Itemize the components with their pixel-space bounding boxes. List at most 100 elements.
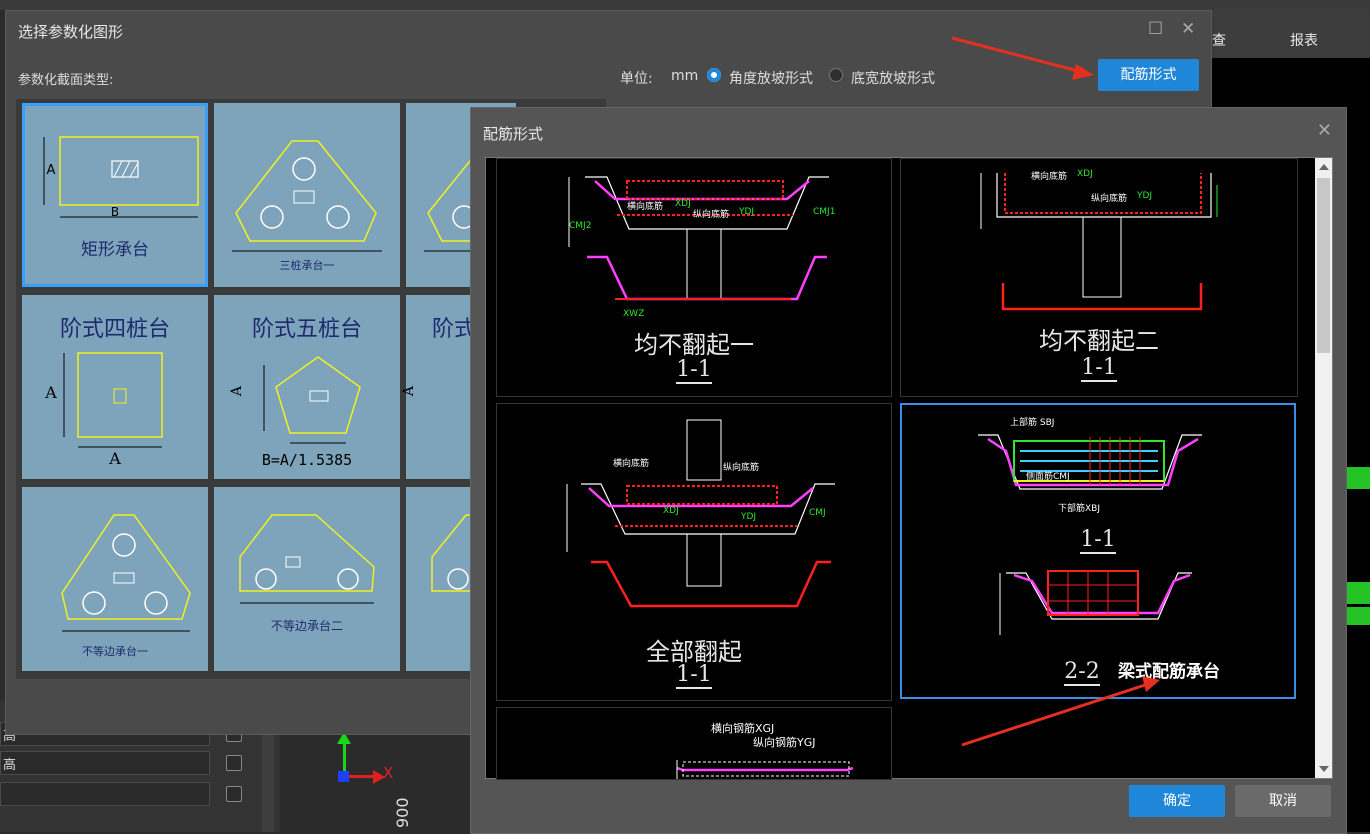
property-label: 高 — [3, 758, 17, 773]
rebar-code: CMJ — [809, 508, 826, 518]
property-checkbox[interactable] — [226, 755, 242, 771]
arrow-to-rebar-button — [951, 36, 1083, 74]
property-row[interactable]: 高 — [0, 751, 210, 775]
rebar-option-no-bend-two[interactable]: 横向底筋 XDJ 纵向底筋 YDJ 均不翻起二 1-1 — [900, 158, 1298, 397]
rect-cap-drawing — [43, 136, 199, 218]
section-label: 1-1 — [497, 662, 891, 689]
scrollbar-thumb[interactable] — [1317, 178, 1330, 353]
rebar-label: 下部筋XBJ — [1058, 504, 1100, 514]
shape-step-four-pile[interactable]: 阶式四桩台 A A — [22, 295, 208, 479]
rebar-option-beam-cap[interactable]: 上部筋 SBJ 侧面筋CMJ 下部筋XBJ 1-1 2-2 — [900, 403, 1296, 699]
option-name: 全部翻起 — [646, 638, 742, 666]
shape-label: 阶式五桩台 — [251, 317, 362, 342]
unit-value: mm — [671, 68, 699, 84]
rebar-label: 上部筋 SBJ — [1010, 418, 1055, 428]
rebar-option-all-bend[interactable]: 横向底筋 纵向底筋 XDJ YDJ CMJ 全部翻起 1-1 — [496, 403, 892, 701]
radio-angle-slope[interactable] — [707, 68, 721, 82]
app-top-bar — [0, 0, 1370, 10]
shape-label: 阶式 — [432, 317, 477, 342]
dim-b-label: B — [110, 205, 120, 219]
rebar-drawing — [676, 760, 854, 779]
radio-angle-label[interactable]: 角度放坡形式 — [729, 71, 813, 87]
axis-x-label: X — [383, 764, 394, 782]
rebar-code: XDJ — [1077, 169, 1093, 179]
rebar-label: 纵向底筋 — [1091, 194, 1128, 204]
dim-a-label: A — [46, 163, 56, 178]
section-label: 1-1 — [901, 355, 1297, 382]
cancel-button[interactable]: 取消 — [1235, 785, 1331, 817]
rebar-option-no-bend-one[interactable]: 横向底筋 XDJ 纵向底筋 YDJ CMJ1 CMJ2 XWZ 均不翻起一 1-… — [496, 158, 892, 397]
section-label: 2-2 — [886, 659, 1278, 686]
shape-label: 阶式四桩台 — [59, 317, 170, 342]
shape-step-five-pile[interactable]: 阶式五桩台 A B=A/1.5385 — [214, 295, 400, 479]
rebar-code: CMJ1 — [813, 207, 836, 217]
scroll-up-icon[interactable] — [1319, 164, 1329, 170]
unequal-two-drawing — [239, 514, 375, 604]
rebar-form-dialog: 配筋形式 ✕ 横向底筋 XDJ 纵向底筋 YDJ CMJ1 CMJ2 XWZ 均… — [470, 107, 1347, 834]
section-label: 1-1 — [497, 357, 891, 384]
dim-a-label: A — [45, 383, 57, 402]
dim-a-label: A — [109, 449, 121, 468]
rebar-label: 纵向底筋 — [723, 463, 760, 473]
property-row[interactable] — [0, 782, 210, 806]
shape-three-pile-cap[interactable]: 三桩承台一 — [214, 103, 400, 287]
canvas-green-bar — [1345, 607, 1370, 625]
rebar-form-button[interactable]: 配筋形式 — [1098, 59, 1199, 91]
shape-unequal-two[interactable]: 不等边承台二 — [214, 487, 400, 671]
section-type-label: 参数化截面类型: — [18, 73, 114, 88]
rebar-code: YDJ — [739, 207, 755, 217]
radio-width-label[interactable]: 底宽放坡形式 — [851, 71, 935, 87]
shape-label: 不等边承台一 — [82, 645, 148, 658]
scroll-down-icon[interactable] — [1319, 766, 1329, 772]
canvas-green-bar — [1345, 582, 1370, 604]
rebar-code: XWZ — [623, 309, 645, 319]
rebar-label: 侧面筋CMJ — [1026, 472, 1070, 482]
arrow-to-beam-cap — [961, 682, 1149, 747]
step-five-drawing — [263, 356, 361, 444]
ribbon: 查 报表 — [1212, 10, 1370, 58]
maximize-icon[interactable]: ☐ — [1148, 19, 1164, 39]
rebar-label: 纵向钢筋YGJ — [753, 736, 816, 749]
dialog-title: 选择参数化图形 — [18, 23, 124, 41]
option-name: 均不翻起一 — [634, 331, 754, 359]
shape-label: 不等边承台二 — [270, 619, 343, 633]
formula-label: B=A/1.5385 — [261, 451, 353, 469]
property-checkbox[interactable] — [226, 786, 242, 802]
axis-x-arrow-icon — [373, 770, 385, 784]
close-icon[interactable]: ✕ — [1316, 120, 1332, 141]
rebar-label: 横向底筋 — [1031, 172, 1068, 182]
step-four-drawing — [63, 352, 163, 448]
shape-unequal-one[interactable]: 不等边承台一 — [22, 487, 208, 671]
rebar-form-list: 横向底筋 XDJ 纵向底筋 YDJ CMJ1 CMJ2 XWZ 均不翻起一 1-… — [485, 157, 1333, 780]
axis-y-arrow-icon — [337, 732, 351, 744]
dialog-title: 配筋形式 — [483, 125, 544, 143]
ribbon-tab-report[interactable]: 报表 — [1290, 33, 1318, 49]
shape-label: 矩形承台 — [81, 240, 149, 260]
rebar-code: XDJ — [663, 506, 679, 516]
section-mark: 1-1 — [1080, 527, 1116, 554]
section-mark: 1-1 — [676, 662, 712, 689]
option-name: 均不翻起二 — [1039, 327, 1159, 355]
radio-width-slope[interactable] — [829, 68, 843, 82]
close-icon[interactable]: ✕ — [1181, 19, 1196, 39]
rebar-code: XDJ — [675, 199, 691, 209]
unit-label: 单位: — [620, 71, 653, 87]
section-mark: 2-2 — [1064, 659, 1100, 686]
rebar-code: YDJ — [1137, 191, 1153, 201]
list-scrollbar[interactable] — [1315, 158, 1332, 778]
rebar-drawing — [566, 419, 835, 608]
shape-label: 三桩承台一 — [279, 259, 335, 272]
shape-rect-cap[interactable]: A B 矩形承台 — [22, 103, 208, 287]
rebar-label: 横向底筋 — [627, 202, 664, 212]
section-mark: 1-1 — [676, 357, 712, 384]
section-label: 1-1 — [902, 527, 1294, 554]
rebar-option-partial[interactable]: 横向钢筋XGJ 纵向钢筋YGJ — [496, 707, 892, 780]
three-pile-drawing — [232, 140, 382, 252]
arrow-head-icon — [1142, 676, 1160, 692]
rebar-drawing — [568, 176, 829, 301]
ok-button[interactable]: 确定 — [1129, 785, 1225, 817]
rebar-label: 纵向底筋 — [693, 210, 730, 220]
arrow-head-icon — [1072, 64, 1094, 80]
rebar-label: 横向底筋 — [613, 459, 650, 469]
ribbon-tab-check[interactable]: 查 — [1212, 33, 1226, 49]
